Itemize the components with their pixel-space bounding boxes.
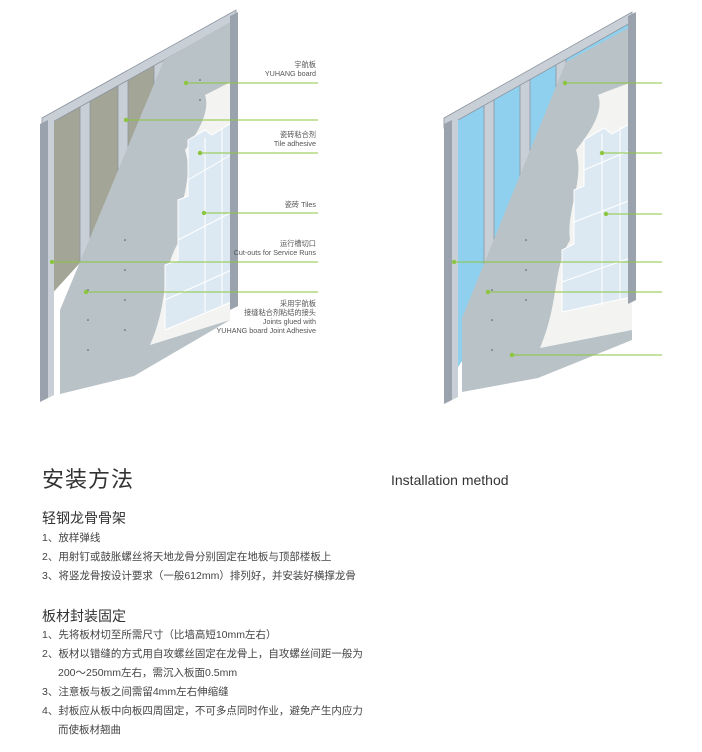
callout-yuhang-board: 宇航板 YUHANG board — [264, 60, 316, 78]
right-tiles — [561, 119, 637, 313]
page-title-cn: 安装方法 — [42, 467, 135, 492]
page-title-en: Installation method — [391, 472, 509, 488]
list-item: 1、先将板材切至所需尺寸（比墙高短10mm左右） — [42, 629, 277, 641]
right-leader-lines — [454, 82, 662, 356]
left-leader-lines — [52, 82, 318, 293]
left-wall-diagram — [40, 9, 318, 402]
list-item: 2、用射钉或鼓胀螺丝将天地龙骨分别固定在地板与顶部楼板上 — [42, 551, 332, 563]
list-item: 1、放样弹线 — [42, 532, 101, 544]
callout-joints: 采用宇航板 接缝粘合剂粘结的接头 Joints glued with YUHAN… — [216, 299, 316, 335]
section-heading-board-fixing: 板材封装固定 — [42, 608, 126, 624]
callout-tile-adhesive: 瓷砖粘合剂 Tile adhesive — [273, 130, 316, 148]
right-leader-dots — [451, 80, 609, 358]
left-screws — [87, 79, 201, 351]
list-item: 4、封板应从板中向板四周固定，不可多点同时作业，避免产生内应力而使板材翘曲 — [42, 705, 363, 736]
steel-frame-steps: 1、放样弹线 2、用射钉或鼓胀螺丝将天地龙骨分别固定在地板与顶部楼板上 3、将竖… — [42, 529, 422, 586]
wall-diagrams — [40, 9, 662, 404]
callout-tiles: 瓷砖 Tiles — [284, 200, 316, 209]
board-fixing-steps: 1、先将板材切至所需尺寸（比墙高短10mm左右） 2、板材以错缝的方式用自攻螺丝… — [42, 626, 422, 740]
left-leader-dots — [49, 80, 207, 295]
callout-cutouts: 运行槽切口 Cut-outs for Service Runs — [233, 239, 316, 257]
list-item: 3、将竖龙骨按设计要求（一般612mm）排列好，并安装好横撑龙骨 — [42, 570, 356, 582]
section-heading-steel-frame: 轻钢龙骨骨架 — [42, 510, 126, 526]
right-screws — [491, 239, 527, 351]
list-item: 3、注意板与板之间需留4mm左右伸缩缝 — [42, 686, 229, 698]
right-wall-diagram — [443, 11, 662, 404]
